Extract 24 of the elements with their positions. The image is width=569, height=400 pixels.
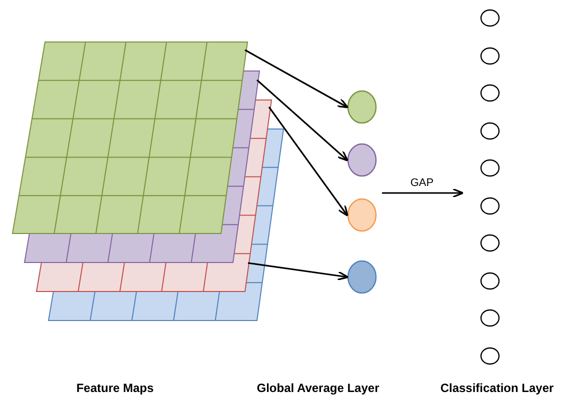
pooled-value-circle — [347, 198, 377, 232]
pooled-value-circle — [347, 260, 377, 294]
output-neuron-circle — [480, 196, 500, 214]
output-neuron-circle — [480, 309, 500, 327]
pooled-value-circle — [347, 90, 377, 124]
output-neuron-circle — [480, 46, 500, 64]
layer-title: Feature Maps — [76, 381, 154, 395]
output-neuron-circle — [480, 84, 500, 102]
output-neuron-circle — [480, 272, 500, 290]
feature-map-grid — [12, 42, 248, 234]
layer-title: Classification Layer — [440, 381, 554, 395]
output-neuron-circle — [480, 159, 500, 177]
output-neuron-circle — [480, 9, 500, 27]
arrow — [248, 262, 349, 280]
output-neuron-circle — [480, 346, 500, 364]
edge-label: GAP — [408, 177, 436, 189]
arrow — [256, 79, 349, 162]
arrow — [244, 49, 349, 108]
layer-title: Global Average Layer — [256, 381, 380, 395]
output-neuron-circle — [480, 234, 500, 252]
output-neuron-circle — [480, 122, 500, 140]
arrow — [268, 106, 348, 217]
pooled-value-circle — [347, 143, 377, 177]
arrow — [382, 188, 464, 198]
